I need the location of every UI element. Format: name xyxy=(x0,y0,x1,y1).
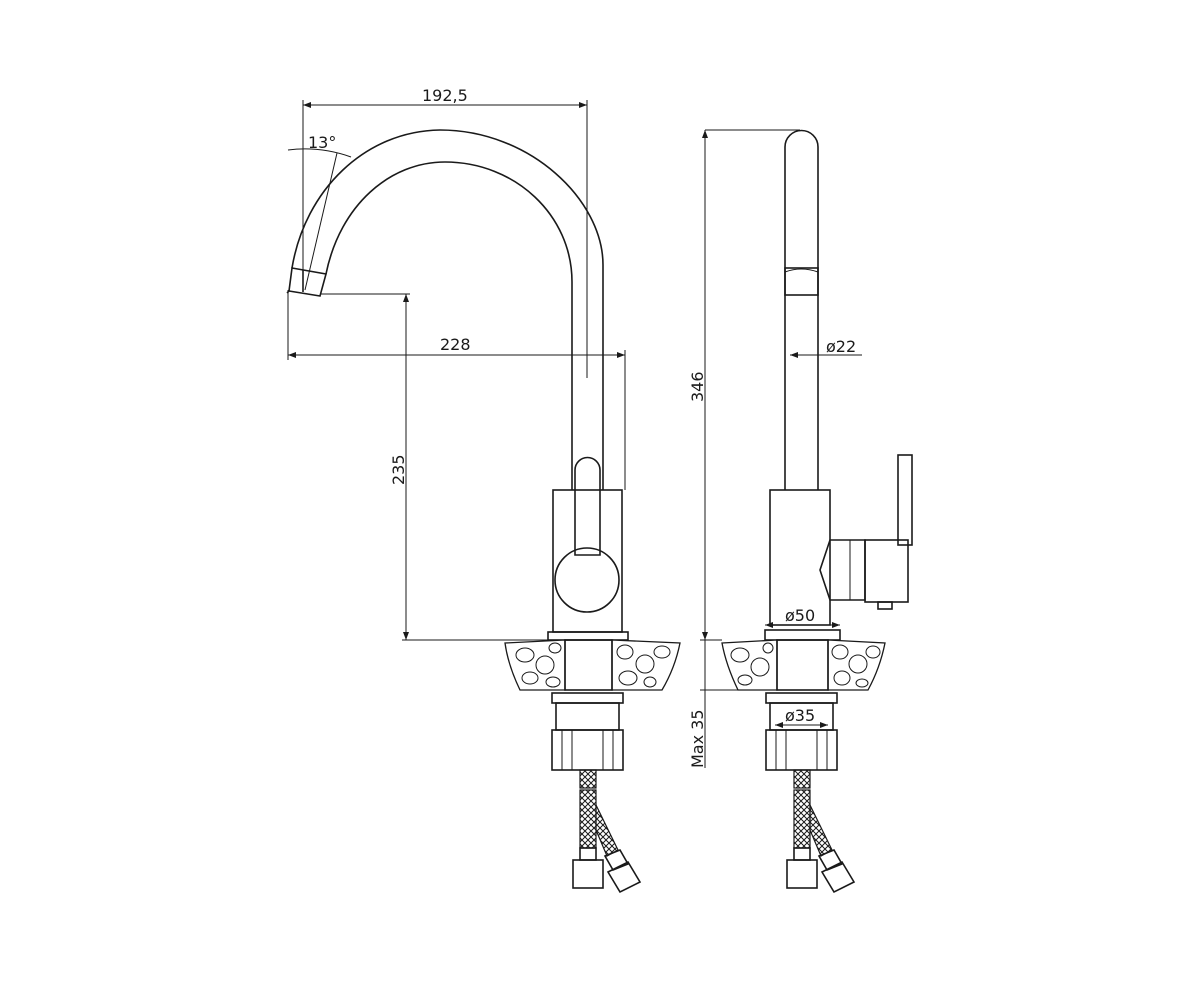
mounting-nut xyxy=(551,729,624,771)
spout-outer xyxy=(291,129,604,490)
dim-192-5: 192,5 xyxy=(422,86,468,105)
hose-connector xyxy=(572,859,604,889)
side-view: 346 ø22 ø50 Max 35 ø35 xyxy=(688,129,913,894)
handle-lever xyxy=(897,454,913,546)
spout-inner xyxy=(325,161,573,490)
front-view: 13° 192,5 228 235 xyxy=(286,86,681,894)
dim-dia-22: ø22 xyxy=(826,337,856,356)
dim-346: 346 xyxy=(688,371,707,402)
handle-disc xyxy=(554,547,620,613)
dim-dia-50: ø50 xyxy=(785,606,815,625)
angle-label: 13° xyxy=(308,133,336,152)
dim-dia-35: ø35 xyxy=(785,706,815,725)
dim-235: 235 xyxy=(389,454,408,485)
faucet-body xyxy=(552,489,623,633)
spout-tube xyxy=(784,129,819,490)
dim-max-35: Max 35 xyxy=(688,709,707,768)
faucet-body-side xyxy=(769,489,831,626)
dim-228: 228 xyxy=(440,335,471,354)
